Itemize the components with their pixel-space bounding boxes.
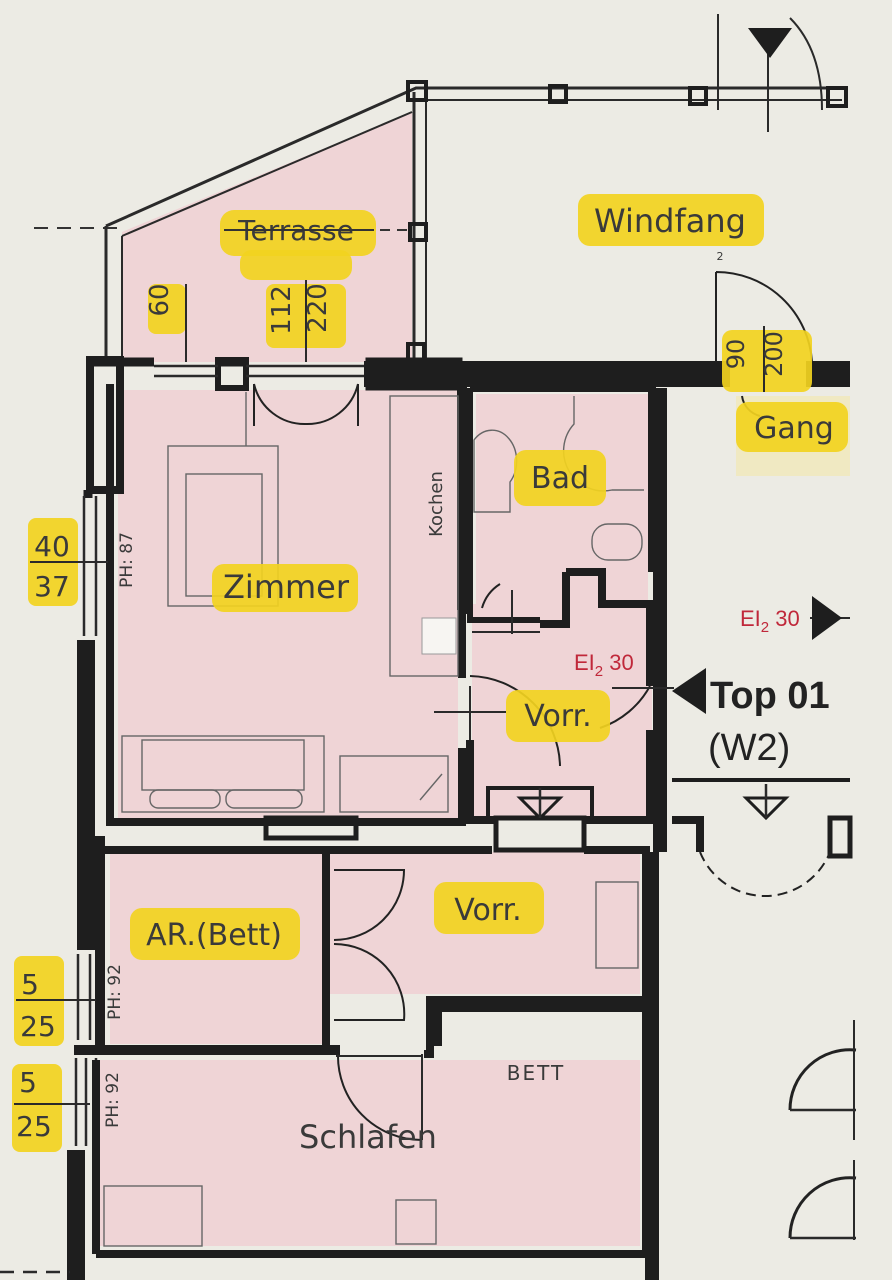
dim-zimmer-win-h: 37	[34, 570, 70, 603]
room-label-schlafen: Schlafen	[299, 1118, 437, 1156]
dim-terrasse-sill: 60	[145, 283, 175, 316]
walls	[67, 356, 853, 1280]
door-number: 2	[717, 250, 724, 263]
room-label-kochen: Kochen	[426, 471, 447, 537]
fire-rating-outer: EI2 30	[740, 606, 800, 636]
room-label-ar-bett: AR.(Bett)	[146, 918, 282, 953]
fire-door-arrow-icon	[812, 596, 842, 640]
terrace-frame	[34, 14, 848, 362]
post	[406, 80, 428, 102]
furniture-label-bett: BETT	[507, 1061, 565, 1085]
dim-ar-win-h: 25	[20, 1010, 56, 1043]
fire-rating-inner: EI2 30	[574, 650, 634, 680]
unit-name: Top 01	[710, 675, 830, 717]
post	[548, 84, 568, 104]
entrance-arrow-icon	[748, 28, 792, 58]
dimension-leaders	[14, 280, 850, 1105]
unit-type: (W2)	[708, 727, 790, 769]
room-label-bad: Bad	[531, 461, 589, 496]
dim-schlafen-ph: PH: 92	[103, 1072, 123, 1128]
room-label-vorr-top: Vorr.	[524, 699, 591, 734]
schlafen-area	[98, 1060, 640, 1246]
dim-ar-ph: PH: 92	[105, 964, 125, 1020]
dim-entry-door-w: 90	[722, 339, 750, 370]
room-label-gang: Gang	[754, 411, 834, 446]
dim-terrasse-door-h: 220	[303, 283, 333, 333]
post	[408, 222, 428, 242]
dim-zimmer-ph: PH: 87	[117, 532, 137, 588]
post	[826, 86, 848, 108]
dim-terrasse-door-w: 112	[267, 285, 297, 335]
dim-zimmer-win-w: 40	[34, 530, 70, 563]
dim-schlafen-win-w: 5	[19, 1066, 37, 1099]
dim-entry-door-h: 200	[760, 331, 788, 377]
dim-ar-win-w: 5	[21, 968, 39, 1001]
post	[688, 86, 708, 106]
unit-pointer-icon	[672, 668, 706, 714]
room-label-vorr-bottom: Vorr.	[454, 893, 521, 928]
room-label-windfang: Windfang	[594, 202, 746, 240]
openings	[0, 270, 857, 1274]
dim-schlafen-win-h: 25	[16, 1110, 52, 1143]
labels: Terrasse Windfang 2 Gang Bad Zimmer Koch…	[16, 202, 834, 1156]
room-label-zimmer: Zimmer	[223, 568, 350, 606]
